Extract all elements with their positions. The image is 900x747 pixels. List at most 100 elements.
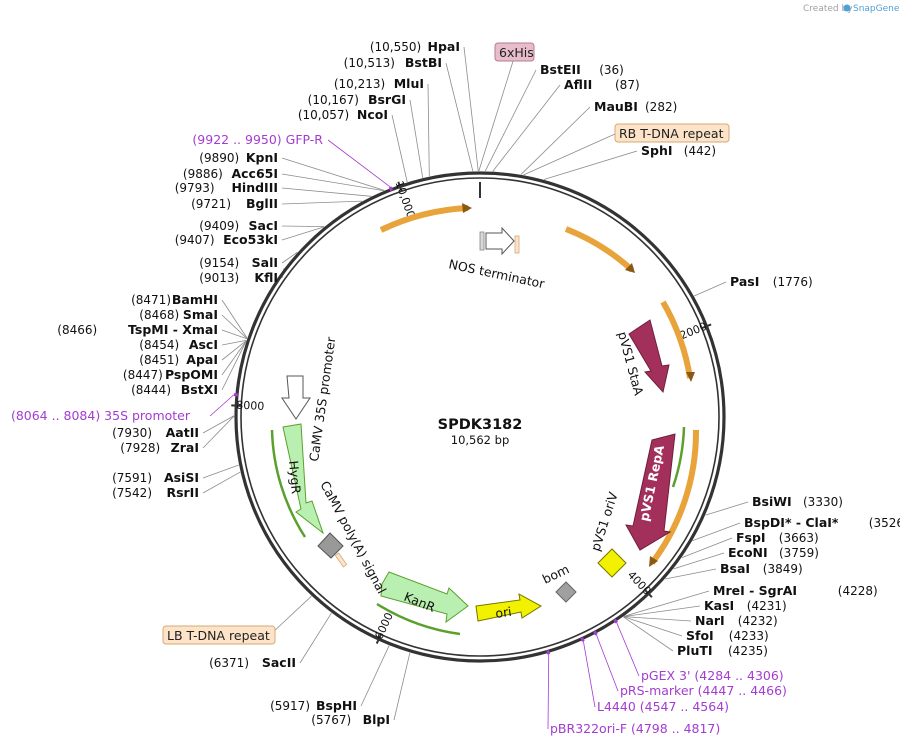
site-bamhi: (8471)BamHI (131, 292, 218, 307)
leader-line (221, 341, 247, 376)
site-kasi: (4231)KasI (704, 598, 787, 613)
site-position: (10,057) (298, 108, 349, 122)
site-name: SphI (641, 143, 673, 158)
primer-binding-mark (613, 618, 618, 624)
leader-line (202, 464, 239, 479)
primer-leader-line (616, 622, 640, 677)
site-position: (4232) (738, 614, 778, 628)
site-position: (5767) (311, 713, 351, 727)
site-position: (4233) (729, 629, 769, 643)
site-name: SacII (262, 655, 296, 670)
leader-line (393, 652, 411, 721)
site-position: (10,513) (344, 56, 395, 70)
site-name: AsiSI (164, 470, 199, 485)
feature-box-leader (271, 595, 312, 634)
label-6xhis: 6xHis (499, 45, 534, 60)
ori-arrow (475, 593, 542, 622)
hygr-line (270, 429, 307, 538)
primer-labels: (9922 .. 9950) GFP-R(8064 .. 8084) 35S p… (11, 132, 787, 736)
site-position: (4231) (747, 599, 787, 613)
repa-line (671, 426, 686, 488)
leader-line (281, 157, 385, 191)
site-name: BstBI (405, 55, 442, 70)
site-position: (8471) (131, 293, 171, 307)
plasmid-name: SPDK3182 (438, 417, 523, 433)
primer-leader-line (327, 139, 391, 188)
site-position: (10,213) (334, 77, 385, 91)
orf-head-4 (649, 556, 658, 567)
nos-terminator-arrow (485, 226, 515, 256)
leader-line (281, 173, 384, 192)
leader-line (623, 605, 701, 617)
leader-line (427, 83, 430, 177)
site-name: BsrGI (368, 92, 406, 107)
primer-leader-line (209, 394, 235, 417)
site-apai: (8451)ApaI (139, 352, 218, 367)
primer-prs-marker: pRS-marker (4447 .. 4466) (620, 683, 787, 698)
leader-line (202, 471, 241, 494)
primer-binding-mark (593, 630, 598, 636)
primer-l4440: L4440 (4547 .. 4564) (597, 699, 729, 714)
site-position: (7930) (112, 426, 152, 440)
site-name: MauBI (594, 99, 638, 114)
site-name: ZraI (171, 440, 199, 455)
site-position: (9154) (199, 256, 239, 270)
feature-box-6xhis: 6xHis (494, 42, 535, 62)
leader-line (299, 612, 332, 664)
leader-lines (202, 46, 749, 730)
label-pvs1-oriv: pVS1 oriV (588, 490, 621, 553)
site-position: (9886) (183, 167, 223, 181)
orf-head-2 (625, 263, 635, 273)
site-position: (8447) (123, 368, 163, 382)
site-position: (3663) (779, 531, 819, 545)
site-name: PspOMI (165, 367, 218, 382)
site-asci: (8454)AscI (139, 337, 218, 352)
backbone-outer-strand (234, 171, 726, 663)
site-aflii: (87)AflII (564, 77, 640, 92)
site-name: MreI - SgrAI (713, 583, 797, 598)
site-bsrgi: (10,167)BsrGI (308, 92, 406, 107)
site-name: Eco53kI (223, 232, 278, 247)
site-bstbi: (10,513) BstBI (344, 55, 442, 70)
site-name: BamHI (172, 292, 218, 307)
leader-line (484, 69, 537, 172)
site-sfoi: (4233)SfoI (686, 628, 769, 643)
tick-label: 8000 (236, 399, 265, 413)
site-position: (3330) (803, 495, 843, 509)
leader-line (221, 339, 247, 346)
tick-label: 6000 (372, 611, 395, 642)
site-sali: (9154) SalI (199, 255, 278, 270)
site-name: SalI (252, 255, 278, 270)
site-name: MluI (394, 76, 424, 91)
orf-arc-top-left (379, 205, 469, 233)
nos-small-mark (479, 231, 485, 251)
site-pluti: (4235)PluTI (677, 643, 768, 658)
site-position: (6371) (209, 656, 249, 670)
site-name: BspHI (316, 698, 357, 713)
leader-line (221, 314, 248, 339)
label-ori: ori (494, 604, 512, 621)
site-name: AflII (564, 77, 592, 92)
site-bsteii: (36)BstEII (540, 62, 624, 77)
site-position: (4235) (728, 644, 768, 658)
tick-mark (701, 323, 712, 330)
leader-line (281, 225, 325, 228)
plasmid-size: 10,562 bp (451, 433, 510, 447)
site-bspdi-clai: (3526)BspDI* - ClaI* (744, 515, 900, 530)
feature-box-leader (523, 133, 616, 176)
leader-line (221, 340, 247, 361)
primer-binding-mark (580, 637, 585, 642)
site-nari: (4232)NarI (695, 613, 778, 628)
site-labels: (10,550)HpaI(10,513)BstBI(10,213)MluI(10… (57, 39, 900, 727)
site-acc65i: (9886)Acc65I (183, 166, 278, 181)
camv-35s-promoter-arrow (281, 375, 311, 420)
site-bsphi: (5917)BspHI (270, 698, 357, 713)
primer-leader-line (582, 641, 596, 708)
orf-head-3 (686, 372, 695, 382)
site-hpai: (10,550)HpaI (370, 39, 460, 54)
site-position: (9890) (199, 151, 239, 165)
leader-line (360, 645, 390, 707)
site-position: (442) (684, 144, 716, 158)
tick-mark (644, 589, 653, 598)
site-name: NcoI (357, 107, 388, 122)
